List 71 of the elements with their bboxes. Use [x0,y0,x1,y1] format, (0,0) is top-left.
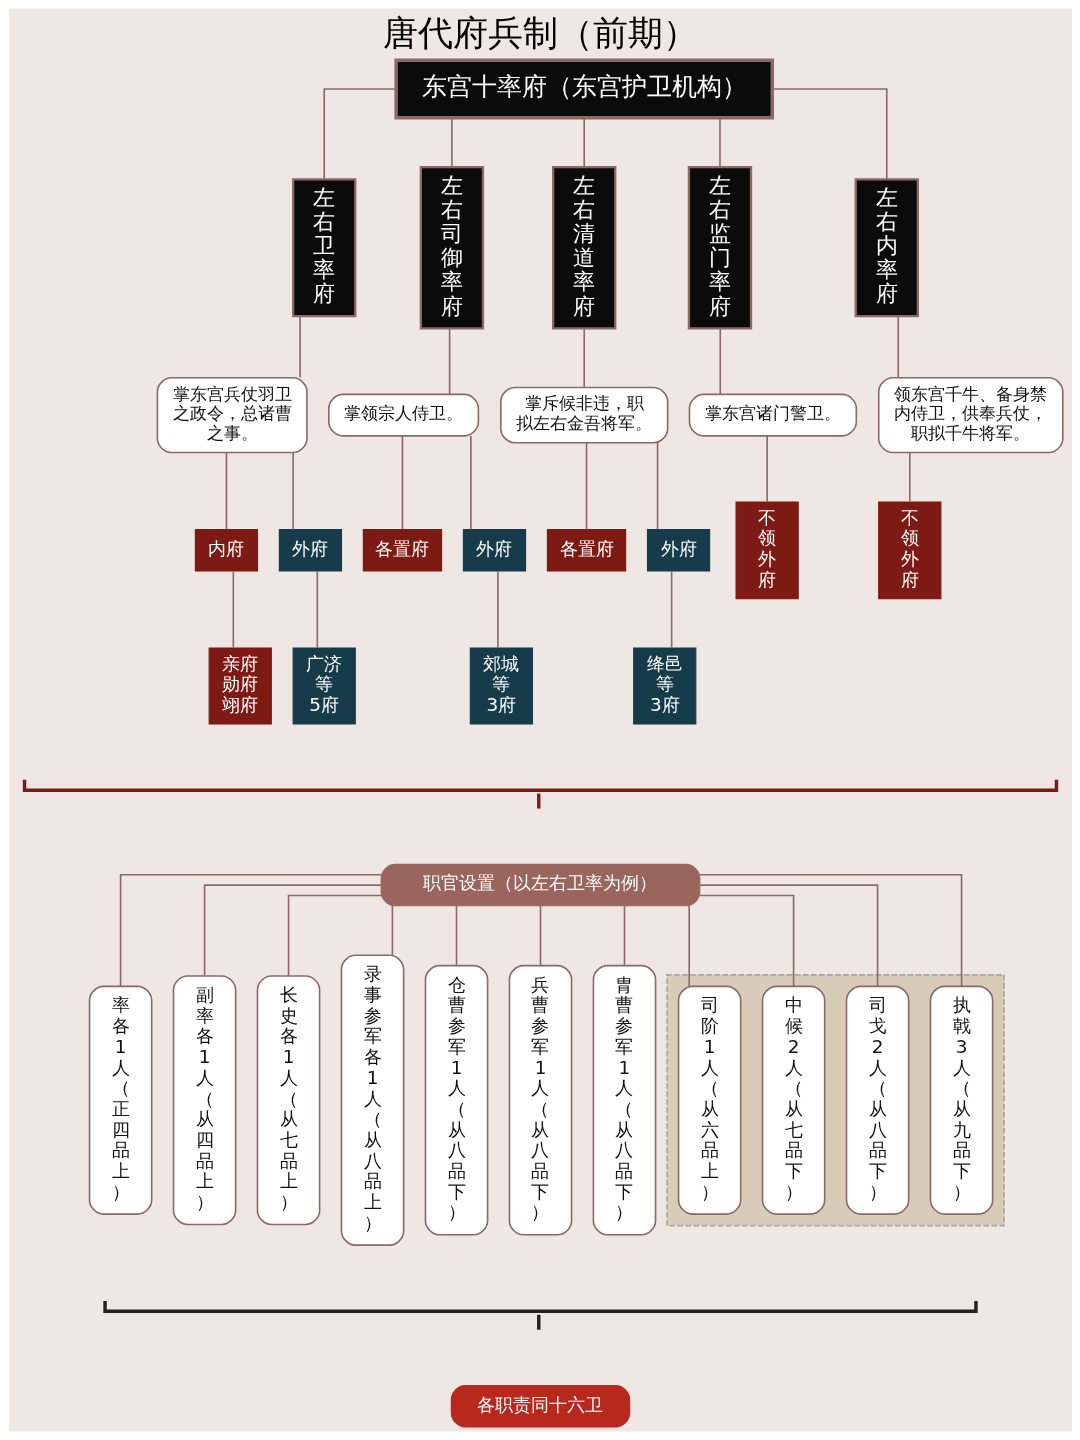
node-box: 执戟3人（从九品下） [929,985,993,1215]
node-box: 掌斥候非违，职拟左右金吾将军。 [499,386,668,444]
connector [765,435,768,503]
node-box: 各置府 [546,529,626,572]
node-box: 掌领宗人侍卫。 [327,393,479,437]
node-box: 掌东宫诸门警卫。 [688,393,857,437]
node-box: 司阶1人（从六品上） [677,985,741,1215]
connector [316,570,318,649]
node-box: 左右监门率府 [687,166,752,330]
connector [469,435,472,531]
node-box: 左右清道率府 [551,166,616,330]
connector [582,327,585,389]
node-box: 不领外府 [877,501,941,600]
connector [698,894,794,987]
connector [322,88,397,180]
connector [287,894,382,977]
node-box: 外府 [278,529,342,572]
node-box: 左右卫率府 [291,178,356,318]
connector [450,117,453,168]
connector [718,327,721,396]
connector [298,315,301,379]
node-box: 左右内率府 [854,178,919,318]
node-box: 左右司御率府 [419,166,484,330]
node-box: 掌东宫兵仗羽卫之政令，总诸曹之事。 [156,376,308,454]
connector [582,117,585,168]
connector [232,570,234,649]
connector [687,905,690,988]
connector [455,905,457,966]
connector [670,570,672,649]
node-box: 率各1人（正四品上） [88,985,152,1215]
node-box: 中候2人（从七品下） [761,985,825,1215]
connector [119,873,382,987]
node-box: 广济等5府 [292,647,356,725]
node-box: 领东宫千牛、备身禁内侍卫，供奉兵仗，职拟千牛将军。 [877,376,1064,454]
connector [225,452,227,531]
connector [496,570,499,649]
cluster [665,973,1005,1227]
connector [896,315,899,379]
node-box: 录事参军各1人（从八品上） [340,954,404,1246]
connector [539,905,541,966]
node-box: 郊城等3府 [469,647,533,725]
node-box: 胄曹参军1人（从八品下） [592,964,656,1236]
connector [391,905,393,956]
connector [771,88,888,180]
node-box: 副率各1人（从四品上） [172,975,236,1226]
connector [623,905,625,966]
node-box: 内府 [194,529,258,572]
node-box: 司戈2人（从八品下） [845,985,909,1215]
node-box: 兵曹参军1人（从八品下） [508,964,572,1236]
connector [291,452,294,531]
node-box: 各职责同十六卫 [450,1384,630,1428]
connector [718,117,721,168]
connector [698,884,878,987]
connector [585,442,587,531]
node-box: 仓曹参军1人（从八品下） [424,964,488,1236]
connector [401,435,403,531]
node-box: 不领外府 [735,501,799,600]
node-box: 东宫十率府（东宫护卫机构） [393,58,774,120]
connector [448,327,450,396]
node-box: 外府 [646,529,710,572]
node-box: 长史各1人（从七品上） [256,975,320,1226]
node-box: 亲府勋府翊府 [208,647,272,725]
connector [656,442,658,531]
node-box: 职官设置（以左右卫率为例） [380,863,700,907]
node-box: 外府 [462,529,526,572]
connector [908,452,911,503]
connector [698,873,962,987]
diagram-title: 唐代府兵制（前期） [382,13,698,54]
connector [203,884,382,977]
node-box: 各置府 [362,529,442,572]
node-box: 绛邑等3府 [632,647,696,725]
